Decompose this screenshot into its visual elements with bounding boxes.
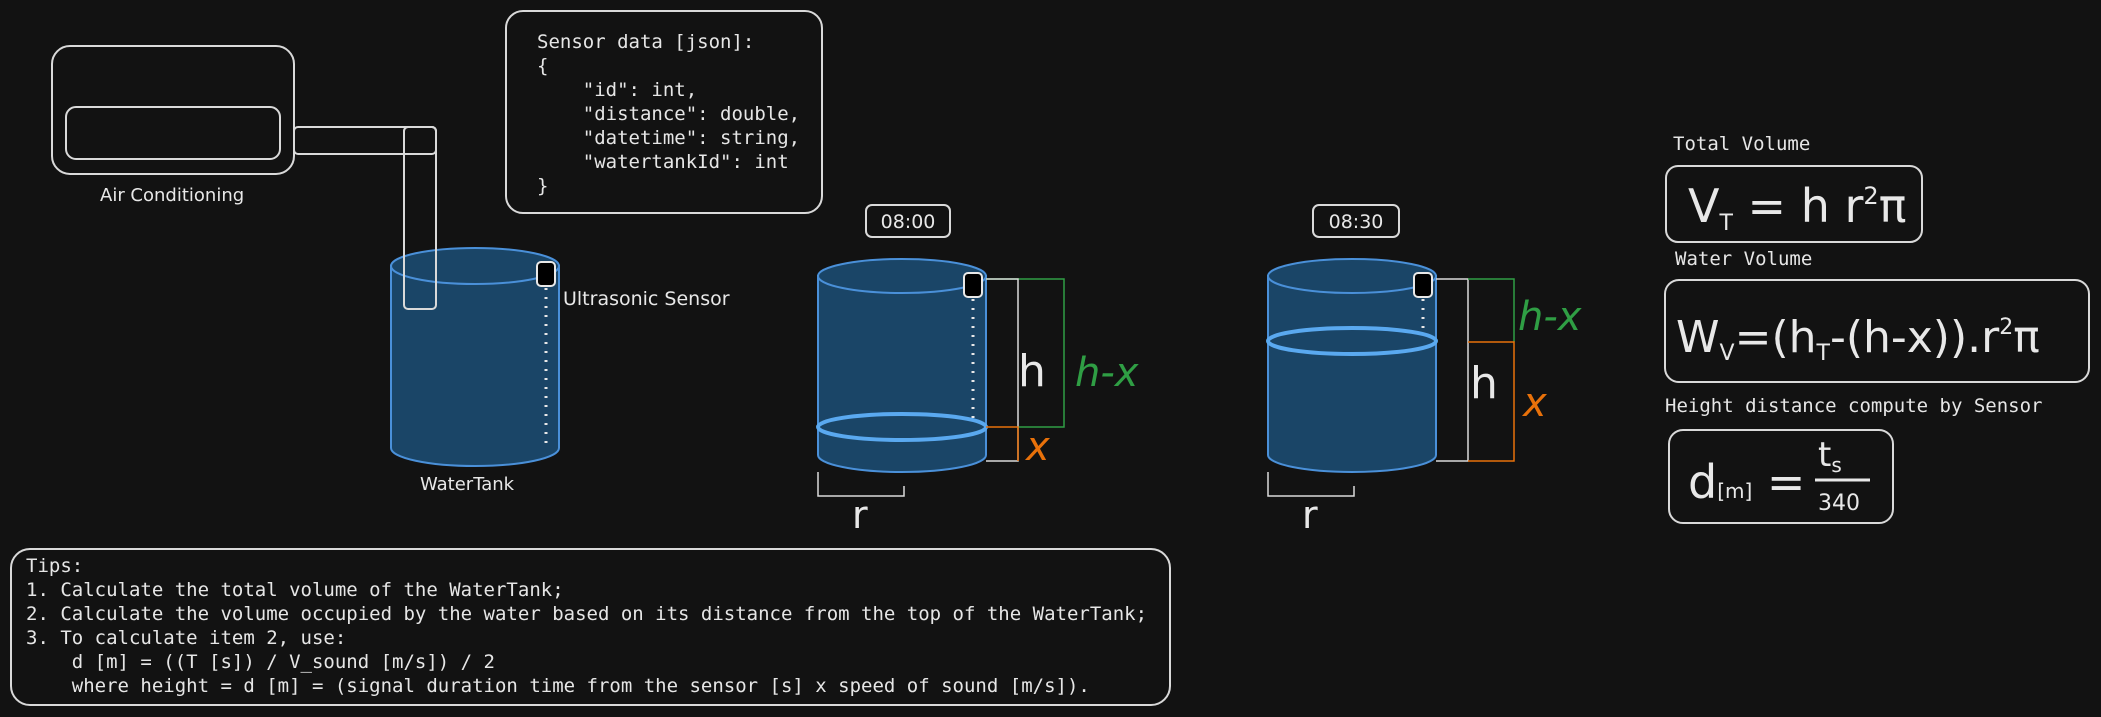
- sensor-icon: [1413, 272, 1433, 298]
- json-line: "watertankId": int: [537, 151, 789, 173]
- time-label-0800: 08:00: [881, 211, 936, 233]
- svg-text:ts: ts: [1818, 435, 1842, 477]
- sensor-icon: [963, 272, 983, 298]
- sensor-icon: [536, 261, 556, 287]
- x-label: x: [1521, 380, 1547, 426]
- time-label-0830: 08:30: [1329, 211, 1384, 233]
- sensor-distance-formula: d[m] = ts 340: [1668, 429, 1894, 524]
- r-label: r: [852, 493, 868, 537]
- json-line: Sensor data [json]:: [537, 31, 755, 53]
- svg-text:340: 340: [1818, 491, 1860, 516]
- tips-box: Tips: 1. Calculate the total volume of t…: [10, 548, 1171, 706]
- tips-line: Tips:: [26, 555, 84, 577]
- json-line: "datetime": string,: [537, 127, 801, 149]
- json-line: {: [537, 55, 549, 77]
- svg-text:VT = h r2π: VT = h r2π: [1688, 179, 1906, 236]
- total-volume-formula: VT = h r2π: [1665, 165, 1923, 243]
- h-minus-x-label: h-x: [1518, 294, 1582, 340]
- svg-text:d[m] =: d[m] =: [1688, 455, 1805, 509]
- tips-line: 1. Calculate the total volume of the Wat…: [26, 579, 564, 601]
- json-line: }: [537, 175, 549, 197]
- water-tank-label: WaterTank: [420, 474, 515, 495]
- tips-line: d [m] = ((T [s]) / V_sound [m/s]) / 2: [26, 651, 495, 673]
- air-conditioning-unit: [51, 45, 437, 310]
- total-volume-title: Total Volume: [1673, 133, 1811, 155]
- h-label: h: [1470, 358, 1498, 409]
- water-tank: [390, 126, 560, 467]
- tips-line: 2. Calculate the volume occupied by the …: [26, 603, 1148, 625]
- json-line: "distance": double,: [537, 103, 801, 125]
- sensor-data-box: Sensor data [json]: { "id": int, "distan…: [505, 10, 823, 214]
- h-label: h: [1018, 346, 1046, 397]
- tank-0830: [1266, 204, 1515, 497]
- water-volume-formula: WV=(hT-(h-x)).r2π: [1664, 279, 2090, 383]
- h-minus-x-label: h-x: [1075, 350, 1139, 396]
- x-label: x: [1024, 424, 1050, 470]
- water-volume-title: Water Volume: [1675, 248, 1813, 270]
- json-line: "id": int,: [537, 79, 698, 101]
- svg-text:WV=(hT-(h-x)).r2π: WV=(hT-(h-x)).r2π: [1676, 312, 2040, 366]
- water-level-line: [1266, 326, 1438, 356]
- tips-line: 3. To calculate item 2, use:: [26, 627, 347, 649]
- sensor-formula-title: Height distance compute by Sensor: [1665, 395, 2043, 417]
- r-label: r: [1302, 493, 1318, 537]
- air-conditioning-label: Air Conditioning: [100, 185, 244, 206]
- tips-line: where height = d [m] = (signal duration …: [26, 675, 1090, 697]
- tank-0800: [816, 204, 1065, 497]
- ultrasonic-sensor-label: Ultrasonic Sensor: [563, 288, 730, 310]
